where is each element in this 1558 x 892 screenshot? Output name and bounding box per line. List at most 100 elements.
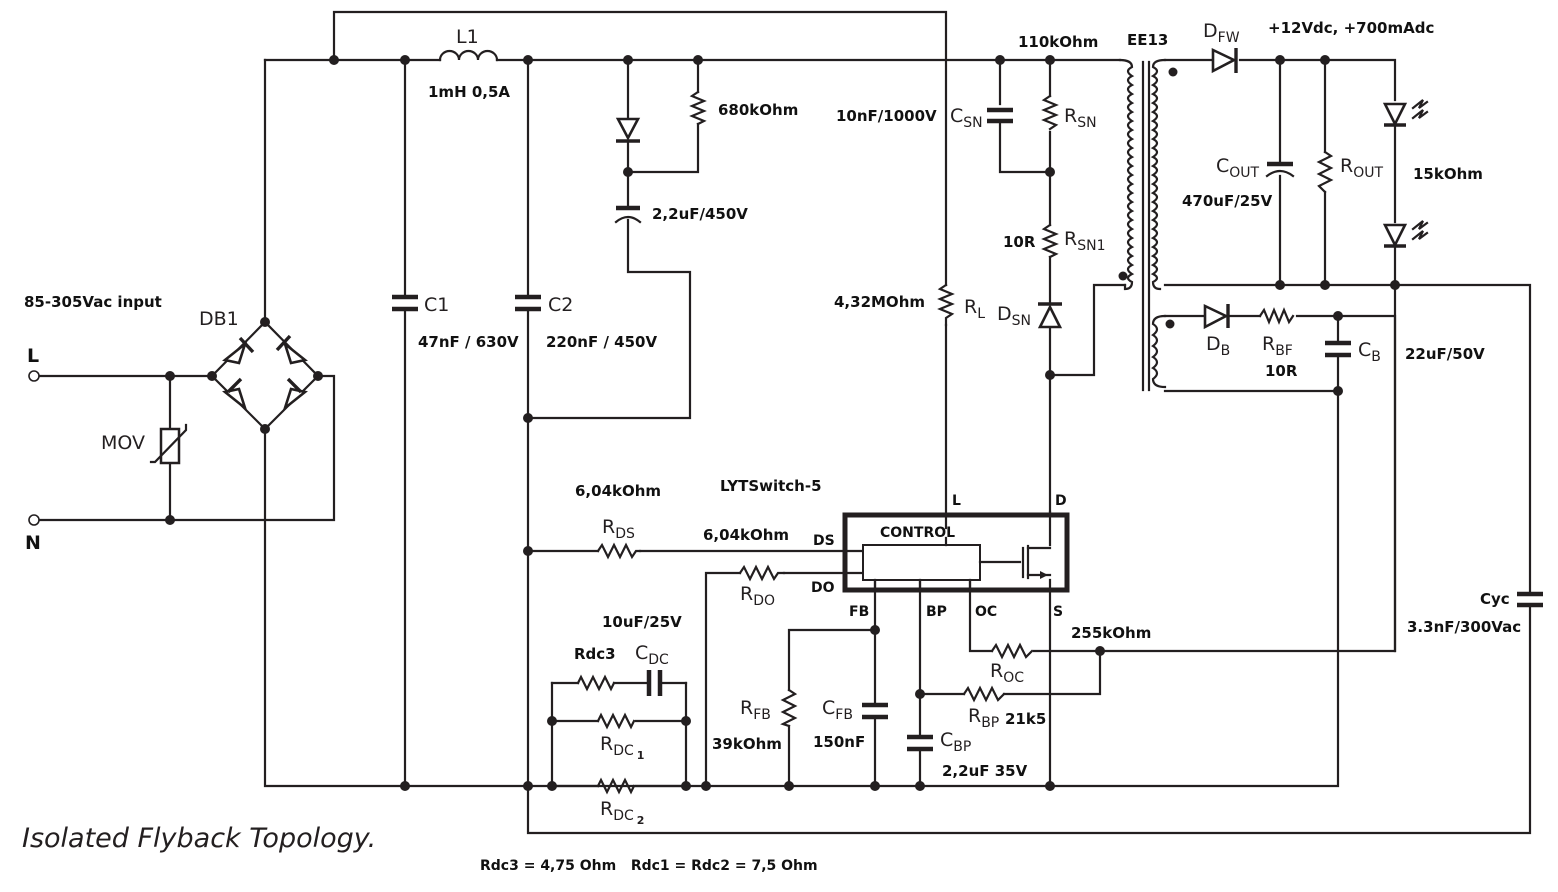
resistor-rbp-icon bbox=[962, 685, 1006, 703]
cyc-value: 3.3nF/300Vac bbox=[1407, 618, 1521, 636]
capacitor-csn-icon bbox=[987, 107, 1013, 124]
resistor-rout-icon bbox=[1316, 150, 1334, 194]
resistor-rsn-icon bbox=[1041, 94, 1059, 131]
diagram-title: Isolated Flyback Topology. bbox=[22, 823, 376, 854]
rds-value-2: 6,04kOhm bbox=[703, 526, 789, 544]
capacitor-cb-icon bbox=[1325, 340, 1351, 358]
rout-label: ROUT bbox=[1340, 155, 1383, 181]
cyc-label: Cyc bbox=[1480, 590, 1510, 608]
rdc3-label: Rdc3 bbox=[574, 645, 616, 663]
r680k-value: 680kOhm bbox=[718, 101, 798, 119]
rl-value: 4,32MOhm bbox=[834, 293, 925, 311]
diode-dfw-icon bbox=[1211, 47, 1238, 74]
csn-label: CSN bbox=[950, 105, 983, 131]
l1-value: 1mH 0,5A bbox=[428, 83, 510, 101]
rsn-label: RSN bbox=[1064, 105, 1097, 131]
cout-label: COUT bbox=[1216, 155, 1260, 181]
roc-value: 255kOhm bbox=[1071, 624, 1151, 642]
line-label: L bbox=[27, 345, 39, 367]
db1-label: DB1 bbox=[199, 308, 239, 330]
resistor-rdc3-icon bbox=[576, 674, 616, 692]
resistor-rbf-icon bbox=[1258, 307, 1295, 325]
cb-label: CB bbox=[1358, 339, 1381, 365]
cdc-value: 10uF/25V bbox=[602, 613, 682, 631]
capacitor-cfb-icon bbox=[862, 702, 888, 720]
diode-db-icon bbox=[1203, 303, 1230, 330]
resistor-roc-icon bbox=[990, 642, 1034, 660]
dsn-label: DSN bbox=[997, 303, 1031, 329]
resistor-rds-icon bbox=[596, 542, 642, 560]
resistor-rsn1-icon bbox=[1041, 223, 1059, 259]
ic-lytswitch-icon bbox=[842, 512, 1070, 593]
c2-label: C2 bbox=[548, 294, 573, 316]
pin-oc-label: OC bbox=[975, 604, 997, 620]
capacitor-cyc-icon bbox=[1517, 591, 1543, 608]
pin-do-label: DO bbox=[811, 580, 835, 596]
dfw-label: DFW bbox=[1203, 20, 1240, 46]
transformer-label: EE13 bbox=[1127, 31, 1168, 49]
transformer-ee13-icon bbox=[1118, 58, 1178, 392]
line-terminal bbox=[28, 370, 40, 382]
rsn1-value: 10R bbox=[1003, 233, 1036, 251]
rbf-value: 10R bbox=[1265, 362, 1298, 380]
c1-value: 47nF / 630V bbox=[418, 333, 519, 351]
mov-varistor-icon bbox=[149, 423, 188, 465]
input-voltage-label: 85-305Vac input bbox=[24, 293, 162, 311]
cfb-label: CFB bbox=[822, 697, 853, 723]
capacitor-c1-icon bbox=[392, 294, 418, 312]
rbf-label: RBF bbox=[1262, 333, 1293, 359]
ic-part-label: LYTSwitch-5 bbox=[720, 477, 822, 495]
rbp-label: RBP bbox=[968, 705, 999, 731]
l1-label: L1 bbox=[456, 26, 479, 48]
pin-ds-label: DS bbox=[813, 533, 835, 549]
csn-value: 10nF/1000V bbox=[836, 107, 937, 125]
rds-label: RDS bbox=[602, 516, 635, 542]
ic-control-label: CONTROL bbox=[880, 525, 955, 541]
c2-value: 220nF / 450V bbox=[546, 333, 657, 351]
capacitor-2u2-icon bbox=[614, 205, 642, 224]
rds-value: 6,04kOhm bbox=[575, 482, 661, 500]
pin-bp-label: BP bbox=[926, 604, 947, 620]
resistor-rdo-icon bbox=[738, 564, 786, 582]
pin-d-label: D bbox=[1055, 493, 1067, 509]
pin-l-label: L bbox=[952, 493, 961, 509]
mov-label: MOV bbox=[101, 432, 145, 454]
rfb-value: 39kOhm bbox=[712, 735, 782, 753]
cbp-label: CBP bbox=[940, 729, 971, 755]
neutral-label: N bbox=[25, 532, 41, 554]
cb-value: 22uF/50V bbox=[1405, 345, 1485, 363]
resistor-values-note: Rdc3 = 4,75 Ohm Rdc1 = Rdc2 = 7,5 Ohm bbox=[480, 858, 818, 874]
c1-label: C1 bbox=[424, 294, 449, 316]
neutral-terminal bbox=[28, 514, 40, 526]
pin-fb-label: FB bbox=[849, 604, 869, 620]
resistor-680k-icon bbox=[689, 90, 707, 126]
rbp-value: 21k5 bbox=[1005, 710, 1046, 728]
resistor-rfb-icon bbox=[780, 688, 798, 728]
cdc-label: CDC bbox=[635, 642, 669, 668]
capacitor-cout-icon bbox=[1265, 161, 1295, 178]
cbp-value: 2,2uF 35V bbox=[942, 762, 1028, 780]
junction-dots bbox=[165, 55, 1400, 791]
valley-fill-diode-icon bbox=[615, 117, 641, 143]
rfb-label: RFB bbox=[740, 697, 771, 723]
diode-dsn-icon bbox=[1037, 302, 1063, 329]
cout-value: 470uF/25V bbox=[1182, 192, 1273, 210]
c2u2-value: 2,2uF/450V bbox=[652, 205, 748, 223]
led-1-icon bbox=[1382, 99, 1429, 127]
cfb-value: 150nF bbox=[813, 733, 865, 751]
resistor-rdc2-icon bbox=[596, 777, 636, 795]
rsn1-label: RSN1 bbox=[1064, 228, 1105, 254]
pin-s-label: S bbox=[1053, 604, 1063, 620]
db-label: DB bbox=[1206, 333, 1230, 359]
led-2-icon bbox=[1382, 220, 1429, 248]
resistor-rl-icon bbox=[937, 283, 955, 327]
resistor-rdc1-icon bbox=[596, 712, 636, 730]
rdo-label: RDO bbox=[740, 583, 775, 609]
bridge-rectifier-icon bbox=[210, 320, 320, 431]
inductor-l1-icon bbox=[438, 49, 499, 62]
rl-label: RL bbox=[964, 296, 985, 322]
capacitor-cbp-icon bbox=[907, 734, 933, 752]
